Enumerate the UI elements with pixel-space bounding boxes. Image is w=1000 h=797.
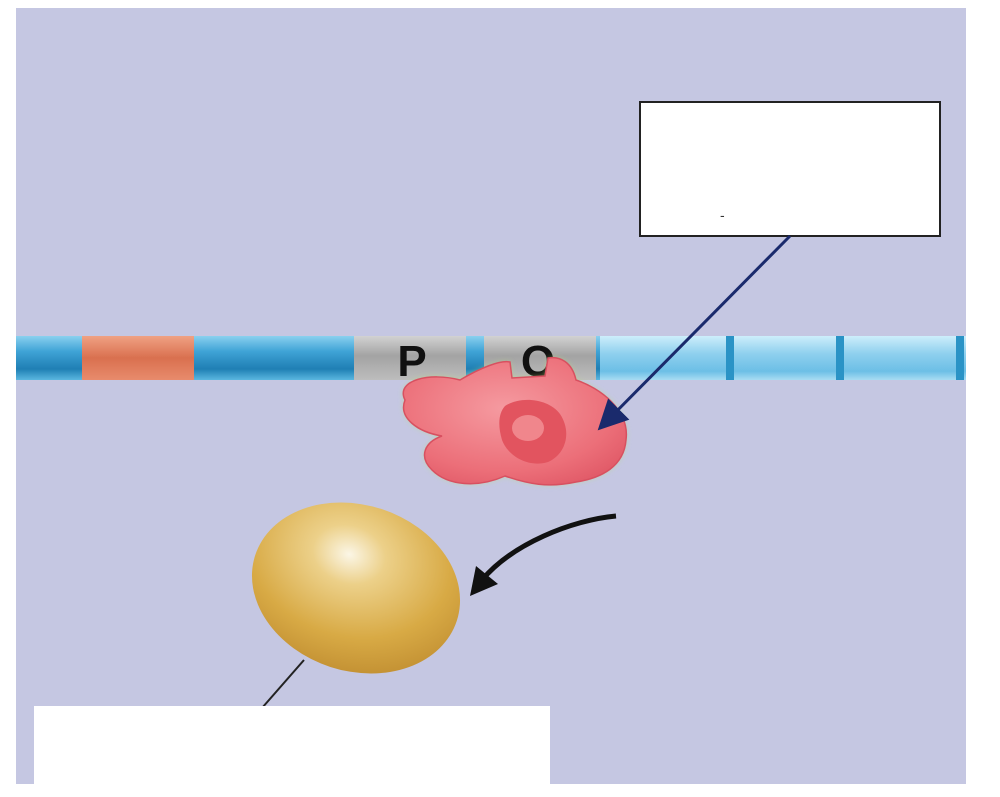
label-box-top	[639, 101, 941, 237]
regulatory-gene-segment	[82, 336, 194, 380]
repressor-binding-site	[512, 415, 544, 441]
label-box-bottom	[34, 706, 550, 788]
pointer-line-inducer	[261, 659, 305, 709]
dna-divider	[726, 336, 734, 380]
dna-divider	[956, 336, 964, 380]
curved-arrow	[480, 513, 617, 582]
curved-arrow-head	[470, 566, 498, 596]
repressor-protein	[402, 356, 627, 486]
pointer-arrow-repressor	[597, 234, 792, 431]
dna-divider	[836, 336, 844, 380]
promoter-segment	[354, 336, 466, 380]
label-box-top-text: -	[720, 207, 725, 223]
dna-light-segment	[600, 336, 966, 380]
inducer-molecule	[251, 502, 461, 674]
